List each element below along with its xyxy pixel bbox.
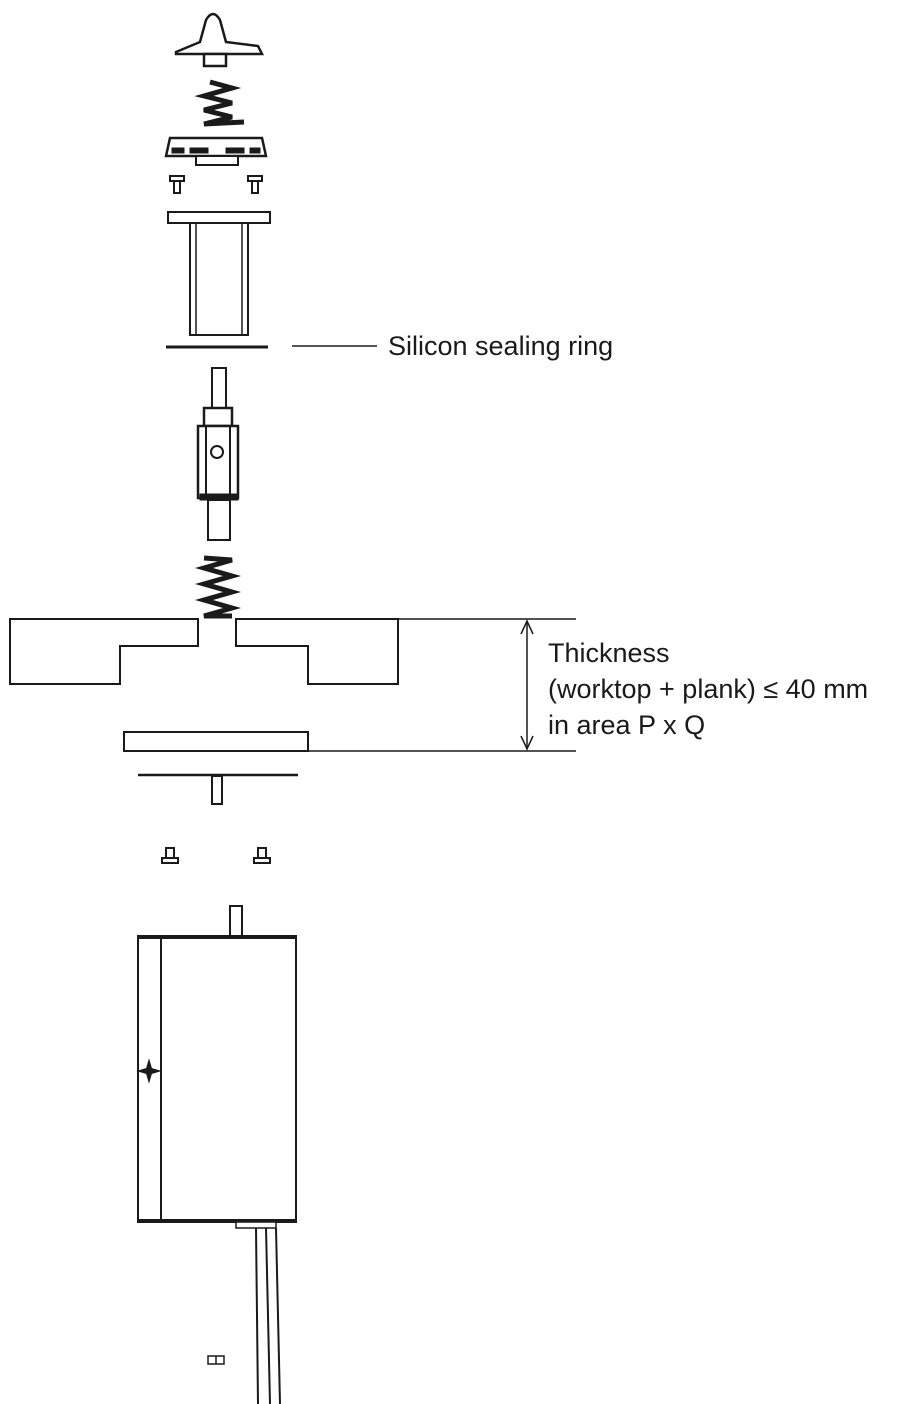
cable-connector [207,1355,225,1365]
mounting-plate [138,773,298,805]
cable [255,1227,281,1404]
lower-screw-right [253,847,271,864]
thickness-label-line-2: (worktop + plank) ≤ 40 mm [548,674,868,704]
mechanism-pivot [210,445,224,459]
lower-screw-left [161,847,179,864]
knob-spring [194,79,245,127]
worktop-section-right [235,618,399,685]
sealing-ring-label: Silicon sealing ring [388,331,613,361]
worktop-section [9,618,199,685]
thickness-label-line-3: in area P x Q [548,710,705,740]
upper-screw-right [247,175,263,194]
housing-marker-icon [136,1058,162,1084]
plank [123,731,309,752]
control-knob [174,12,265,68]
switch-housing [136,905,297,1229]
shaft-spring [194,555,242,619]
sleeve [167,211,271,336]
switch-mechanism [196,367,240,541]
thickness-dimension-arrow [520,619,534,751]
thickness-label-line-1: Thickness [548,638,670,668]
upper-screw-left [169,175,185,194]
bezel-plate [164,136,268,166]
